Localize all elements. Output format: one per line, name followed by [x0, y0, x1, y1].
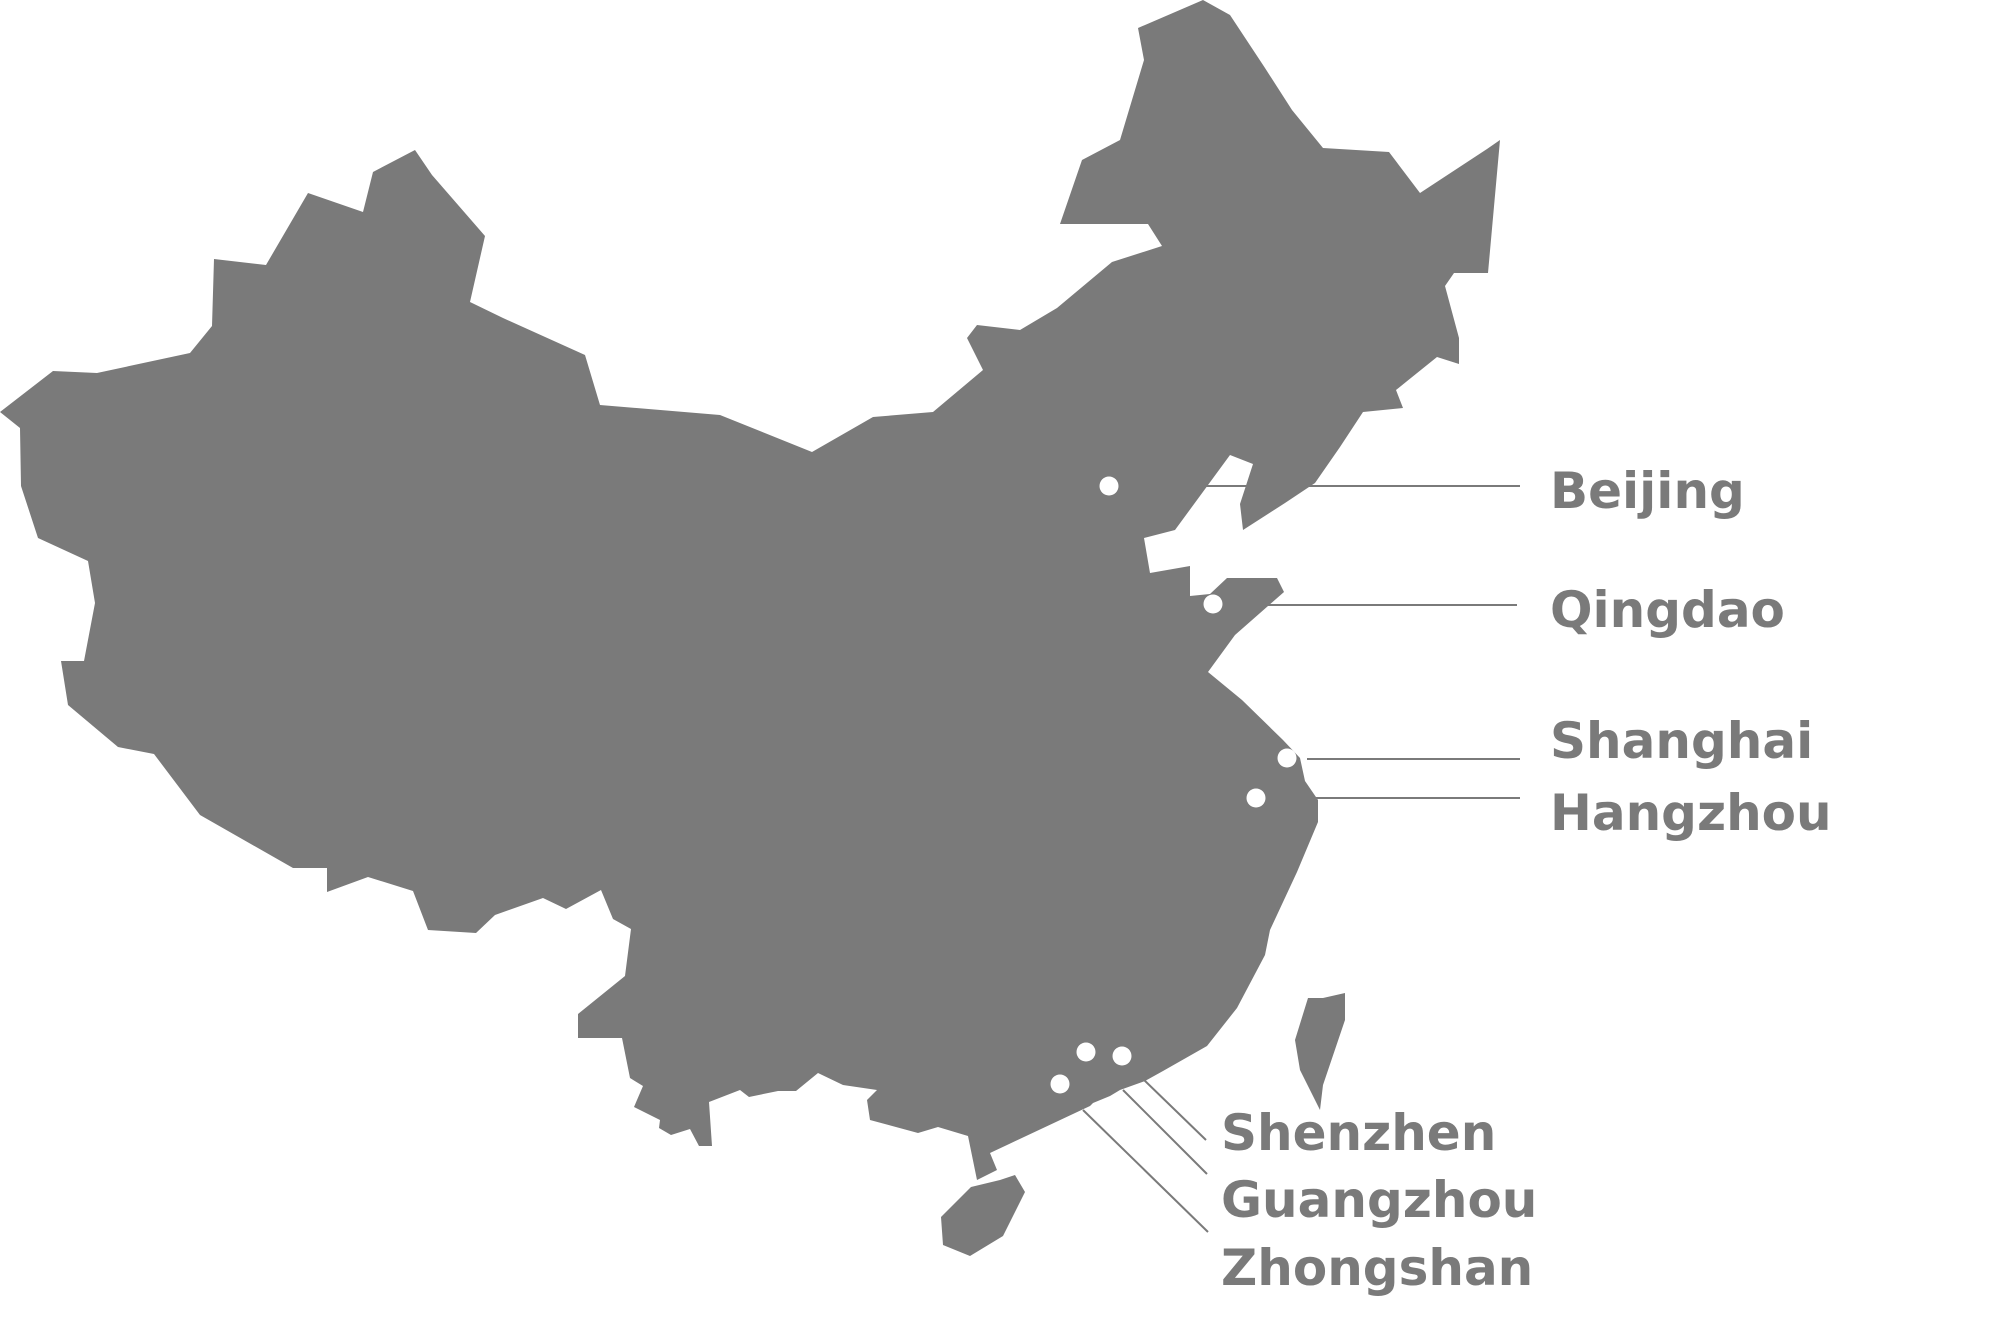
shenzhen-dot [1112, 1046, 1132, 1066]
beijing-label: Beijing [1550, 462, 1745, 520]
zhongshan-label: Zhongshan [1221, 1239, 1533, 1297]
qingdao-dot [1203, 594, 1223, 614]
qingdao-label: Qingdao [1550, 581, 1785, 639]
taiwan-island-shape [1295, 993, 1345, 1110]
guangzhou-dot [1076, 1042, 1096, 1062]
zhongshan-leader-line [1082, 1109, 1209, 1233]
hainan-island-shape [941, 1175, 1025, 1256]
shanghai-dot [1277, 748, 1297, 768]
hangzhou-dot [1246, 788, 1266, 808]
mainland-china-shape [0, 0, 1500, 1180]
beijing-dot [1099, 476, 1119, 496]
zhongshan-dot [1050, 1074, 1070, 1094]
shanghai-label: Shanghai [1550, 712, 1813, 770]
shenzhen-leader-line [1142, 1078, 1207, 1141]
guangzhou-leader-line [1122, 1089, 1208, 1175]
shenzhen-label: Shenzhen [1221, 1104, 1496, 1162]
guangzhou-label: Guangzhou [1221, 1171, 1537, 1229]
hangzhou-label: Hangzhou [1550, 784, 1832, 842]
